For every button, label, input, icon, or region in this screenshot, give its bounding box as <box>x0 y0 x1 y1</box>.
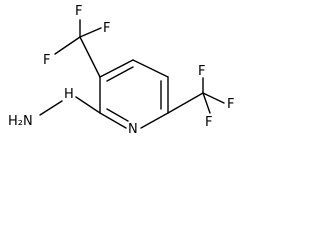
hydrazine-group: H H₂N <box>8 87 101 129</box>
double-bond-c3-c4 <box>106 66 134 82</box>
bond-nh-nh2 <box>39 100 63 116</box>
pyridine-ring <box>99 59 169 129</box>
bond-c3-c4 <box>99 59 134 78</box>
bond-cf3-f-left <box>54 36 81 55</box>
bond-c5-cf3 <box>167 92 204 114</box>
bond-c6-n1 <box>140 112 169 129</box>
atom-f-bottom: F <box>205 115 212 130</box>
bond-c4-c5 <box>132 59 169 78</box>
cf3-group-right: F F F <box>167 64 234 130</box>
molecule-diagram: F F F F F F N H H₂N <box>8 4 234 137</box>
atom-f-upper: F <box>198 64 205 79</box>
bond-cf3-f-right <box>79 27 102 38</box>
bond-cf3-f-lower-right <box>202 92 225 104</box>
bond-c3-cf3 <box>79 36 101 78</box>
atom-f-top: F <box>75 4 82 19</box>
atom-n-ring: N <box>128 122 138 137</box>
double-bond-n1-c2 <box>106 108 129 122</box>
atom-f-left: F <box>43 53 50 68</box>
structure-canvas: F F F F F F N H H₂N <box>8 4 234 137</box>
atom-f-lower-right: F <box>227 97 234 112</box>
atom-h2n: H₂N <box>8 114 33 129</box>
atom-f-right: F <box>103 21 110 36</box>
atom-h-nh: H <box>64 87 74 102</box>
cf3-group-top: F F F <box>43 4 110 78</box>
bond-c2-nh <box>75 96 101 114</box>
bond-n1-c2 <box>99 112 127 129</box>
bond-cf3-f-bottom <box>202 92 211 114</box>
